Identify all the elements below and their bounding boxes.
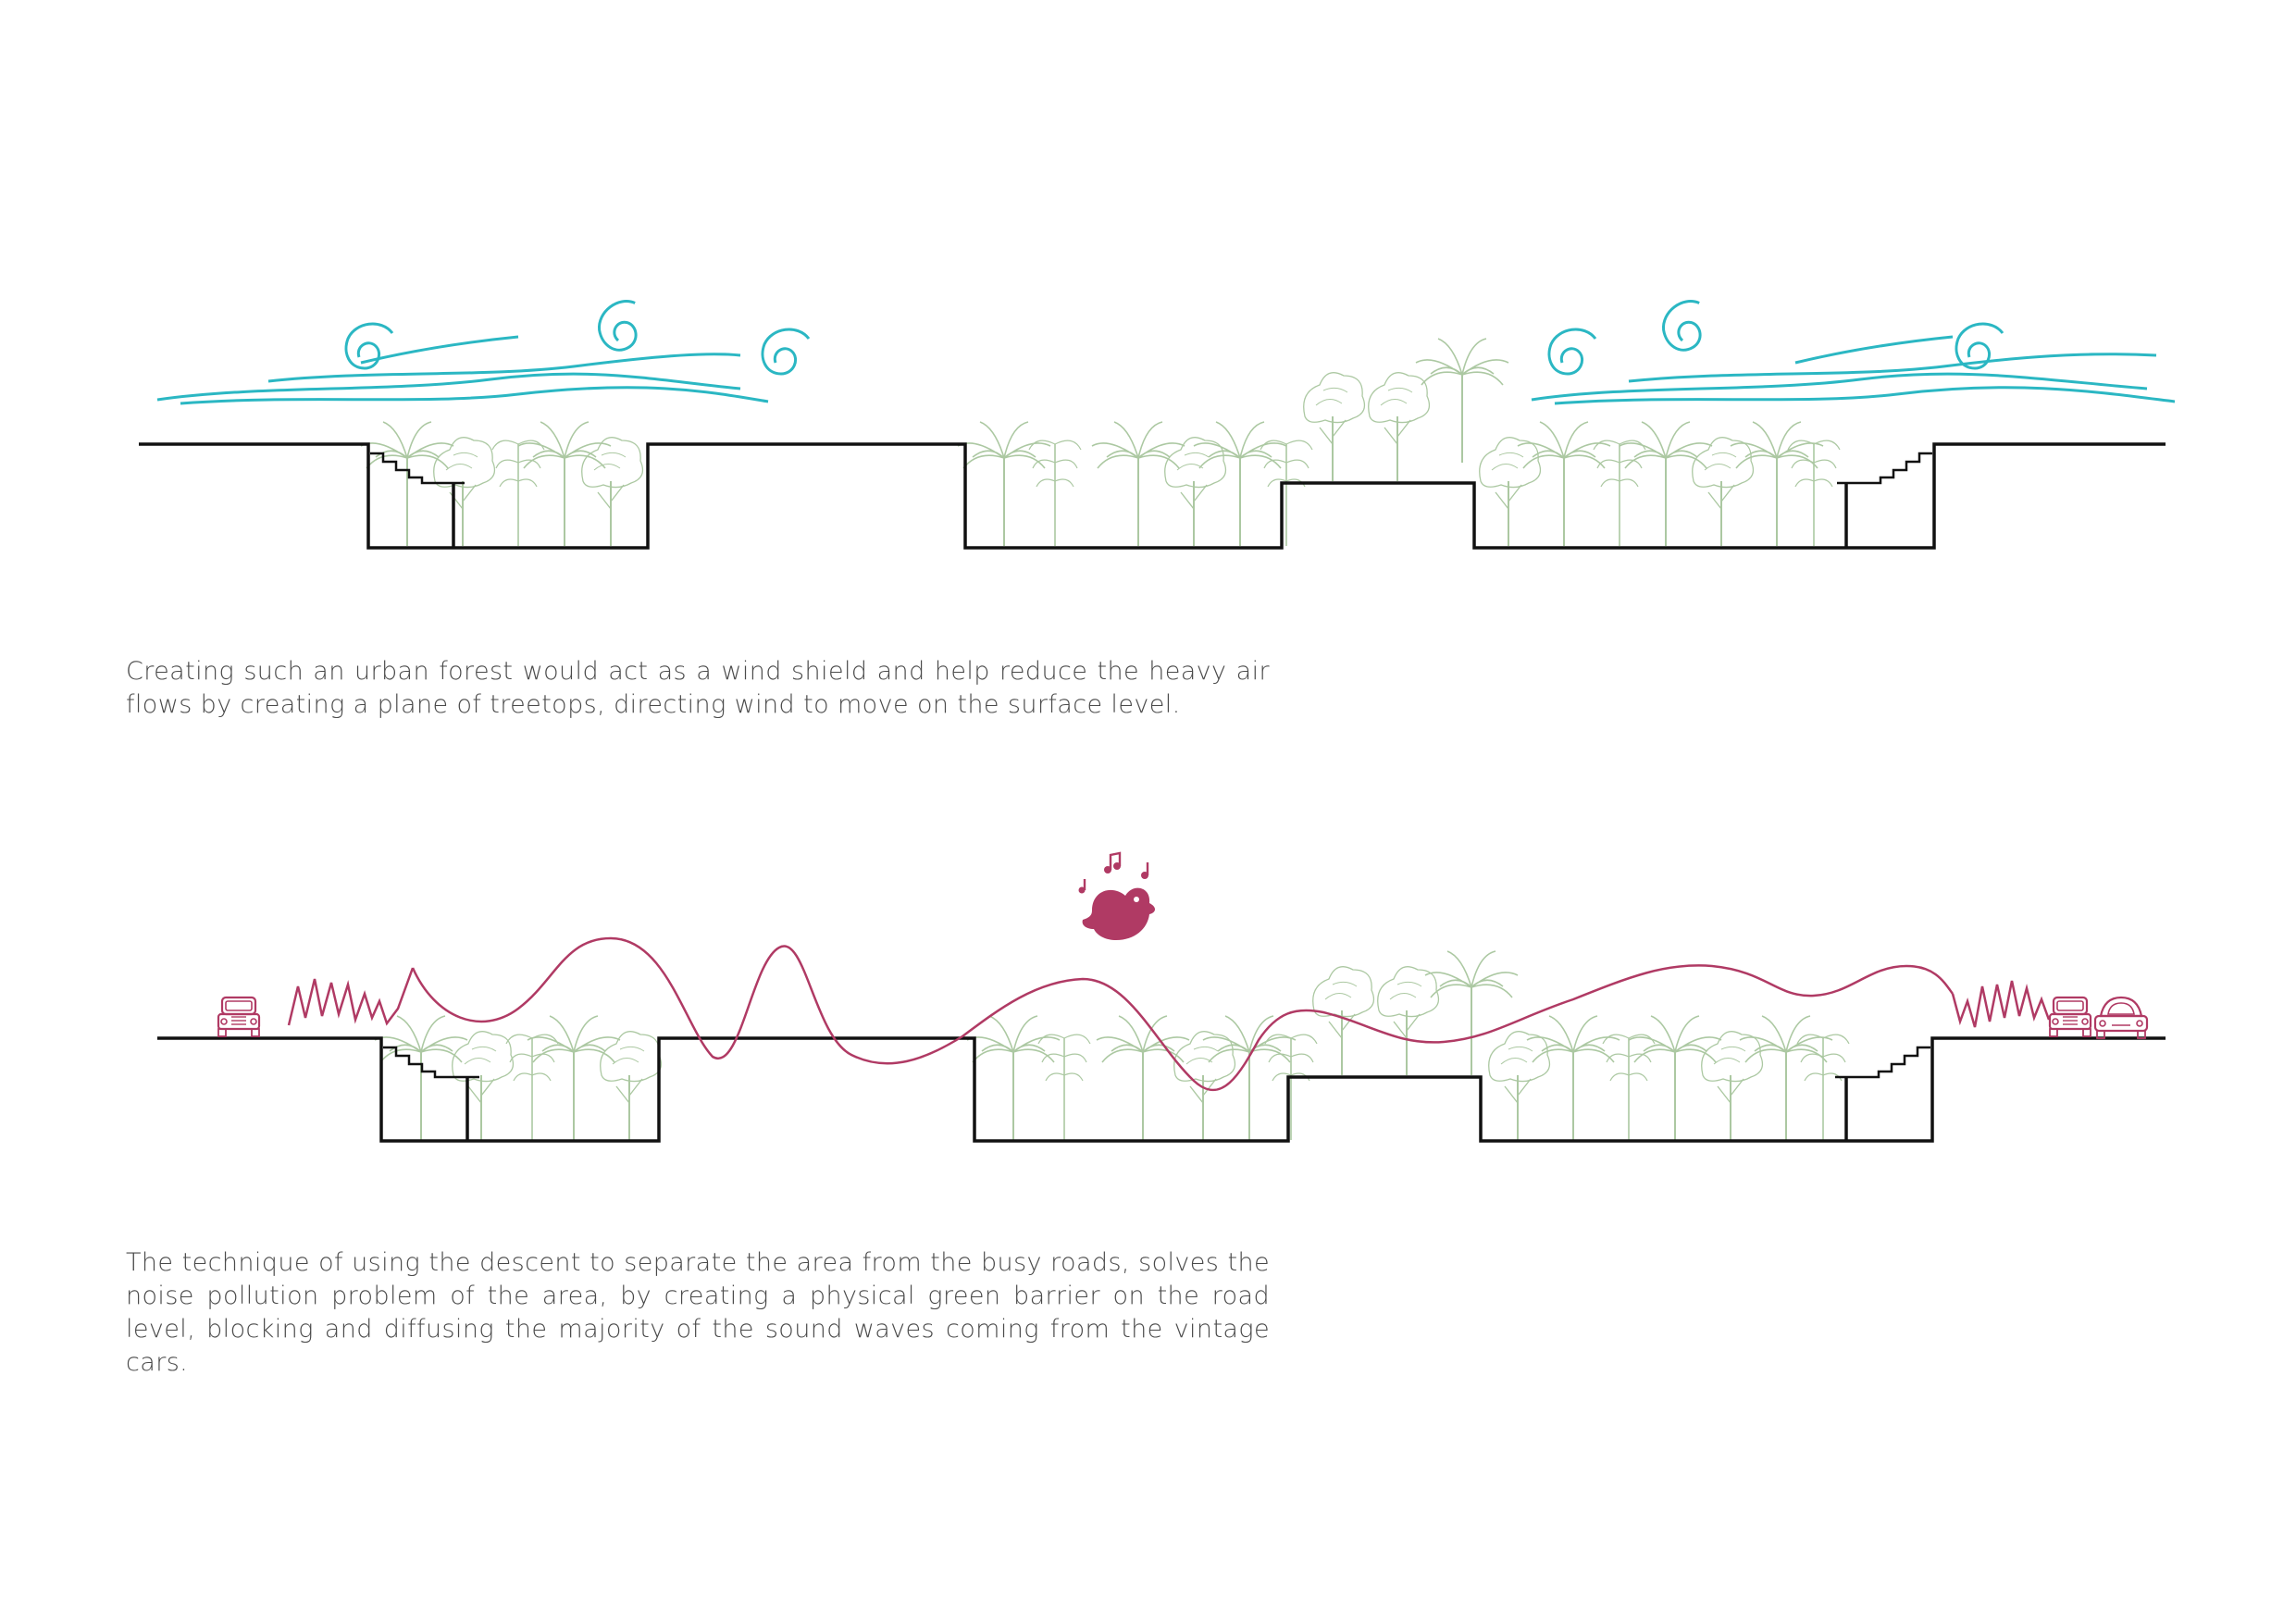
wind-swirl-icon	[1547, 328, 1597, 376]
wind-section	[139, 293, 2176, 550]
noise-section	[157, 851, 2166, 1143]
wind-caption: Creating such an urban forest would act …	[126, 657, 1270, 719]
noise-caption: The technique of using the descent to se…	[126, 1248, 1270, 1377]
vintage-car-icon	[2048, 996, 2092, 1038]
vintage-car-icon	[2093, 996, 2149, 1040]
wind-swirl-icon	[589, 293, 654, 358]
singing-bird-icon	[1078, 851, 1155, 940]
wind-flow-right	[1531, 293, 2176, 405]
section-line-bottom	[157, 1036, 2166, 1143]
vintage-car-icon	[217, 996, 261, 1038]
wind-swirl-icon	[761, 328, 811, 376]
wind-flow-left	[156, 293, 811, 405]
sound-wave	[287, 936, 2051, 1092]
section-line-top	[139, 442, 2166, 550]
wind-swirl-icon	[1653, 293, 1719, 358]
trees-top	[360, 338, 1841, 547]
